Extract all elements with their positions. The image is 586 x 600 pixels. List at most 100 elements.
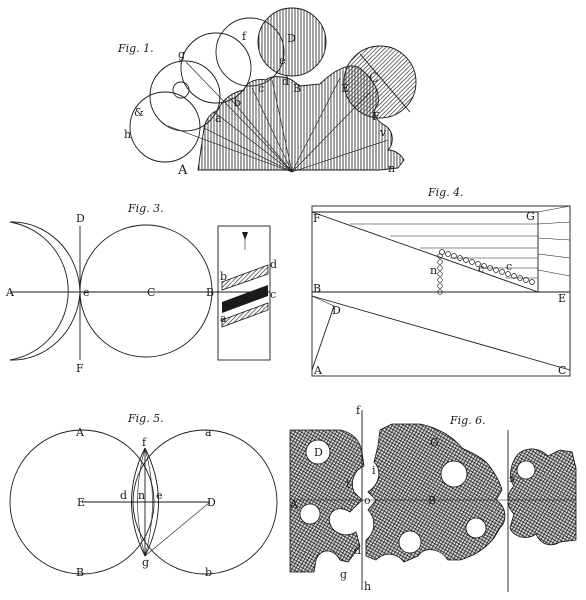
fig3-label-C: C [147,286,155,299]
figure-6: Fig. 6. f D G A t o B d g h s i [289,404,577,593]
fig4-caption: Fig. 4. [427,186,464,199]
fig5-label-A: A [75,426,85,439]
fig4-label-B: B [313,282,321,295]
fig3-label-b: b [220,270,227,283]
fig3-caption: Fig. 3. [127,202,164,215]
fig5-label-a: a [205,426,212,439]
fig1-label-e: e [279,54,286,67]
figure-1: Fig. 1. D e d [117,7,417,178]
fig3-label-F: F [76,362,84,375]
fig1-circle-D [257,7,327,77]
fig6-hole-bottom [398,530,422,554]
fig6-label-B: B [428,494,436,507]
fig4-label-G: G [526,210,535,223]
fig5-label-D: D [207,496,216,509]
fig3-bar-bd [221,264,269,291]
fig1-label-v: v [379,126,387,139]
fig1-label-c: c [258,82,264,95]
fig4-line-BC [311,295,571,371]
fig1-label-D: D [287,32,296,45]
fig6-label-A: A [289,498,299,511]
fig3-label-a: a [220,312,227,325]
fig6-hole-D [305,439,331,465]
fig4-label-F: F [313,212,321,225]
fig1-caption: Fig. 1. [117,42,154,55]
fig1-label-n: n [388,162,395,175]
fig6-label-d: d [354,544,361,557]
fig6-label-i: i [372,464,376,477]
fig1-label-B: B [293,82,301,95]
fig5-label-n: n [138,489,145,502]
fig3-label-B: B [206,286,214,299]
fig6-label-o: o [364,494,371,507]
fig6-label-h: h [364,580,371,593]
fig4-label-c2: c [506,260,512,273]
fig3-circle-right [79,224,213,358]
fig4-label-E: E [558,292,566,305]
fig4-line-BD [311,295,335,307]
fig5-label-E: E [77,496,85,509]
fig5-arc-inner-right [144,447,153,557]
fig1-label-g: g [178,48,185,61]
fig1-diameter [359,53,411,113]
fig6-label-s: s [509,472,515,485]
fig3-label-c: c [270,288,276,301]
fig4-line-AD [311,305,335,371]
fig1-radii [167,61,389,173]
fig5-line-gD [144,501,211,557]
fig3-label-D: D [76,212,85,225]
fig6-hole-G [440,460,468,488]
fig6-gear-right [507,448,577,546]
fig1-label-d: d [282,75,289,88]
fig3-label-d: d [270,258,277,271]
fig4-label-n: n [430,264,437,277]
fig6-label-t: t [346,478,351,491]
fig4-label-c1: c [478,262,484,275]
fig3-label-A: A [5,286,15,299]
fig5-label-B: B [76,566,84,579]
fig3-label-e: e [83,286,90,299]
fig1-label-A: A [177,163,188,178]
fig1-circle-C [343,45,417,119]
fig5-label-f: f [142,436,147,449]
fig4-chain [437,249,535,295]
fig6-label-G: G [430,436,439,449]
figure-5: Fig. 5. A a B b E D d n e f g [9,412,278,579]
fig6-hole-far [516,460,536,480]
fig3-rack-box [217,225,271,361]
fig1-label-E: E [341,82,349,95]
fig6-label-D: D [314,446,323,459]
fig5-label-g: g [142,556,149,569]
fig5-caption: Fig. 5. [127,412,164,425]
fig4-label-D: D [332,304,341,317]
fig1-label-F: F [372,110,380,123]
fig4-label-A: A [313,364,323,377]
figure-4: Fig. 4. [311,186,571,377]
fig6-hole-lower [299,503,321,525]
fig4-frame [311,205,571,377]
fig4-horizontals [350,205,571,279]
figure-3: Fig. 3. D F A e C B b d c a [5,202,277,375]
fig1-label-h: h [124,128,131,141]
fig6-hole-right [465,517,487,539]
fig6-label-f: f [356,404,361,417]
fig5-label-d: d [120,489,127,502]
fig5-arc-inner-left [137,447,146,557]
fig1-label-f: f [242,30,247,43]
fig5-label-e: e [156,489,163,502]
fig5-arc-d [131,447,146,557]
fig3-bar-c [222,285,268,313]
fig4-diagonal-FE [311,211,539,293]
fig3-bar-a [221,302,269,328]
fig5-arc-e [144,447,159,557]
fig6-label-g: g [340,568,347,581]
fig3-circle-left [9,221,81,361]
fig6-caption: Fig. 6. [449,414,486,427]
fig5-label-b: b [205,566,212,579]
fig1-label-C: C [369,71,379,86]
fig1-label-b: b [234,96,241,109]
fig4-label-C: C [558,364,566,377]
fig3-arc-left [9,221,69,361]
fig1-label-a: a [215,112,222,125]
